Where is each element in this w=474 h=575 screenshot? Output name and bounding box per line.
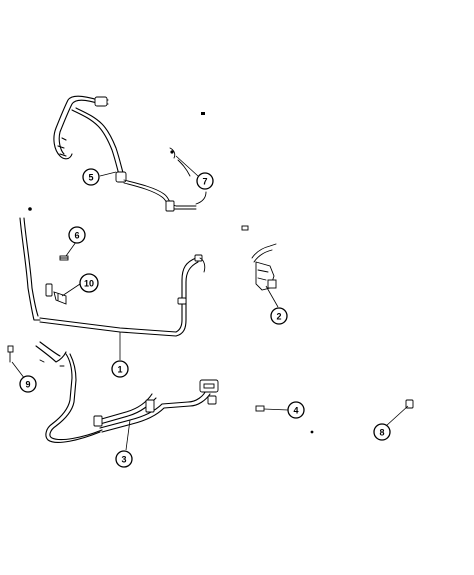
callout-9: 9 xyxy=(19,375,37,393)
callout-2: 2 xyxy=(270,307,288,325)
callout-3: 3 xyxy=(115,450,133,468)
callout-8: 8 xyxy=(373,423,391,441)
svg-text:9: 9 xyxy=(25,380,30,390)
fitting-4 xyxy=(255,405,265,412)
svg-text:1: 1 xyxy=(117,365,122,375)
callout-10: 10 xyxy=(79,273,99,293)
svg-text:3: 3 xyxy=(121,455,126,465)
svg-text:8: 8 xyxy=(379,428,384,438)
callout-6: 6 xyxy=(68,226,86,244)
hose-end-9 xyxy=(7,345,14,363)
callout-4: 4 xyxy=(287,401,305,419)
hose-assembly-1 xyxy=(19,207,206,337)
svg-text:5: 5 xyxy=(88,173,93,183)
callout-1: 1 xyxy=(111,360,129,378)
svg-text:10: 10 xyxy=(84,279,94,289)
callout-5: 5 xyxy=(82,168,100,186)
clip-10 xyxy=(53,291,67,305)
svg-text:6: 6 xyxy=(74,231,79,241)
fitting-6 xyxy=(59,255,69,261)
svg-text:7: 7 xyxy=(202,177,207,187)
svg-text:4: 4 xyxy=(293,406,298,416)
callout-7: 7 xyxy=(196,172,214,190)
bracket-2 xyxy=(241,225,277,291)
svg-text:2: 2 xyxy=(276,312,281,322)
hose-assembly-5 xyxy=(53,95,207,212)
hose-assembly-3 xyxy=(35,341,219,443)
